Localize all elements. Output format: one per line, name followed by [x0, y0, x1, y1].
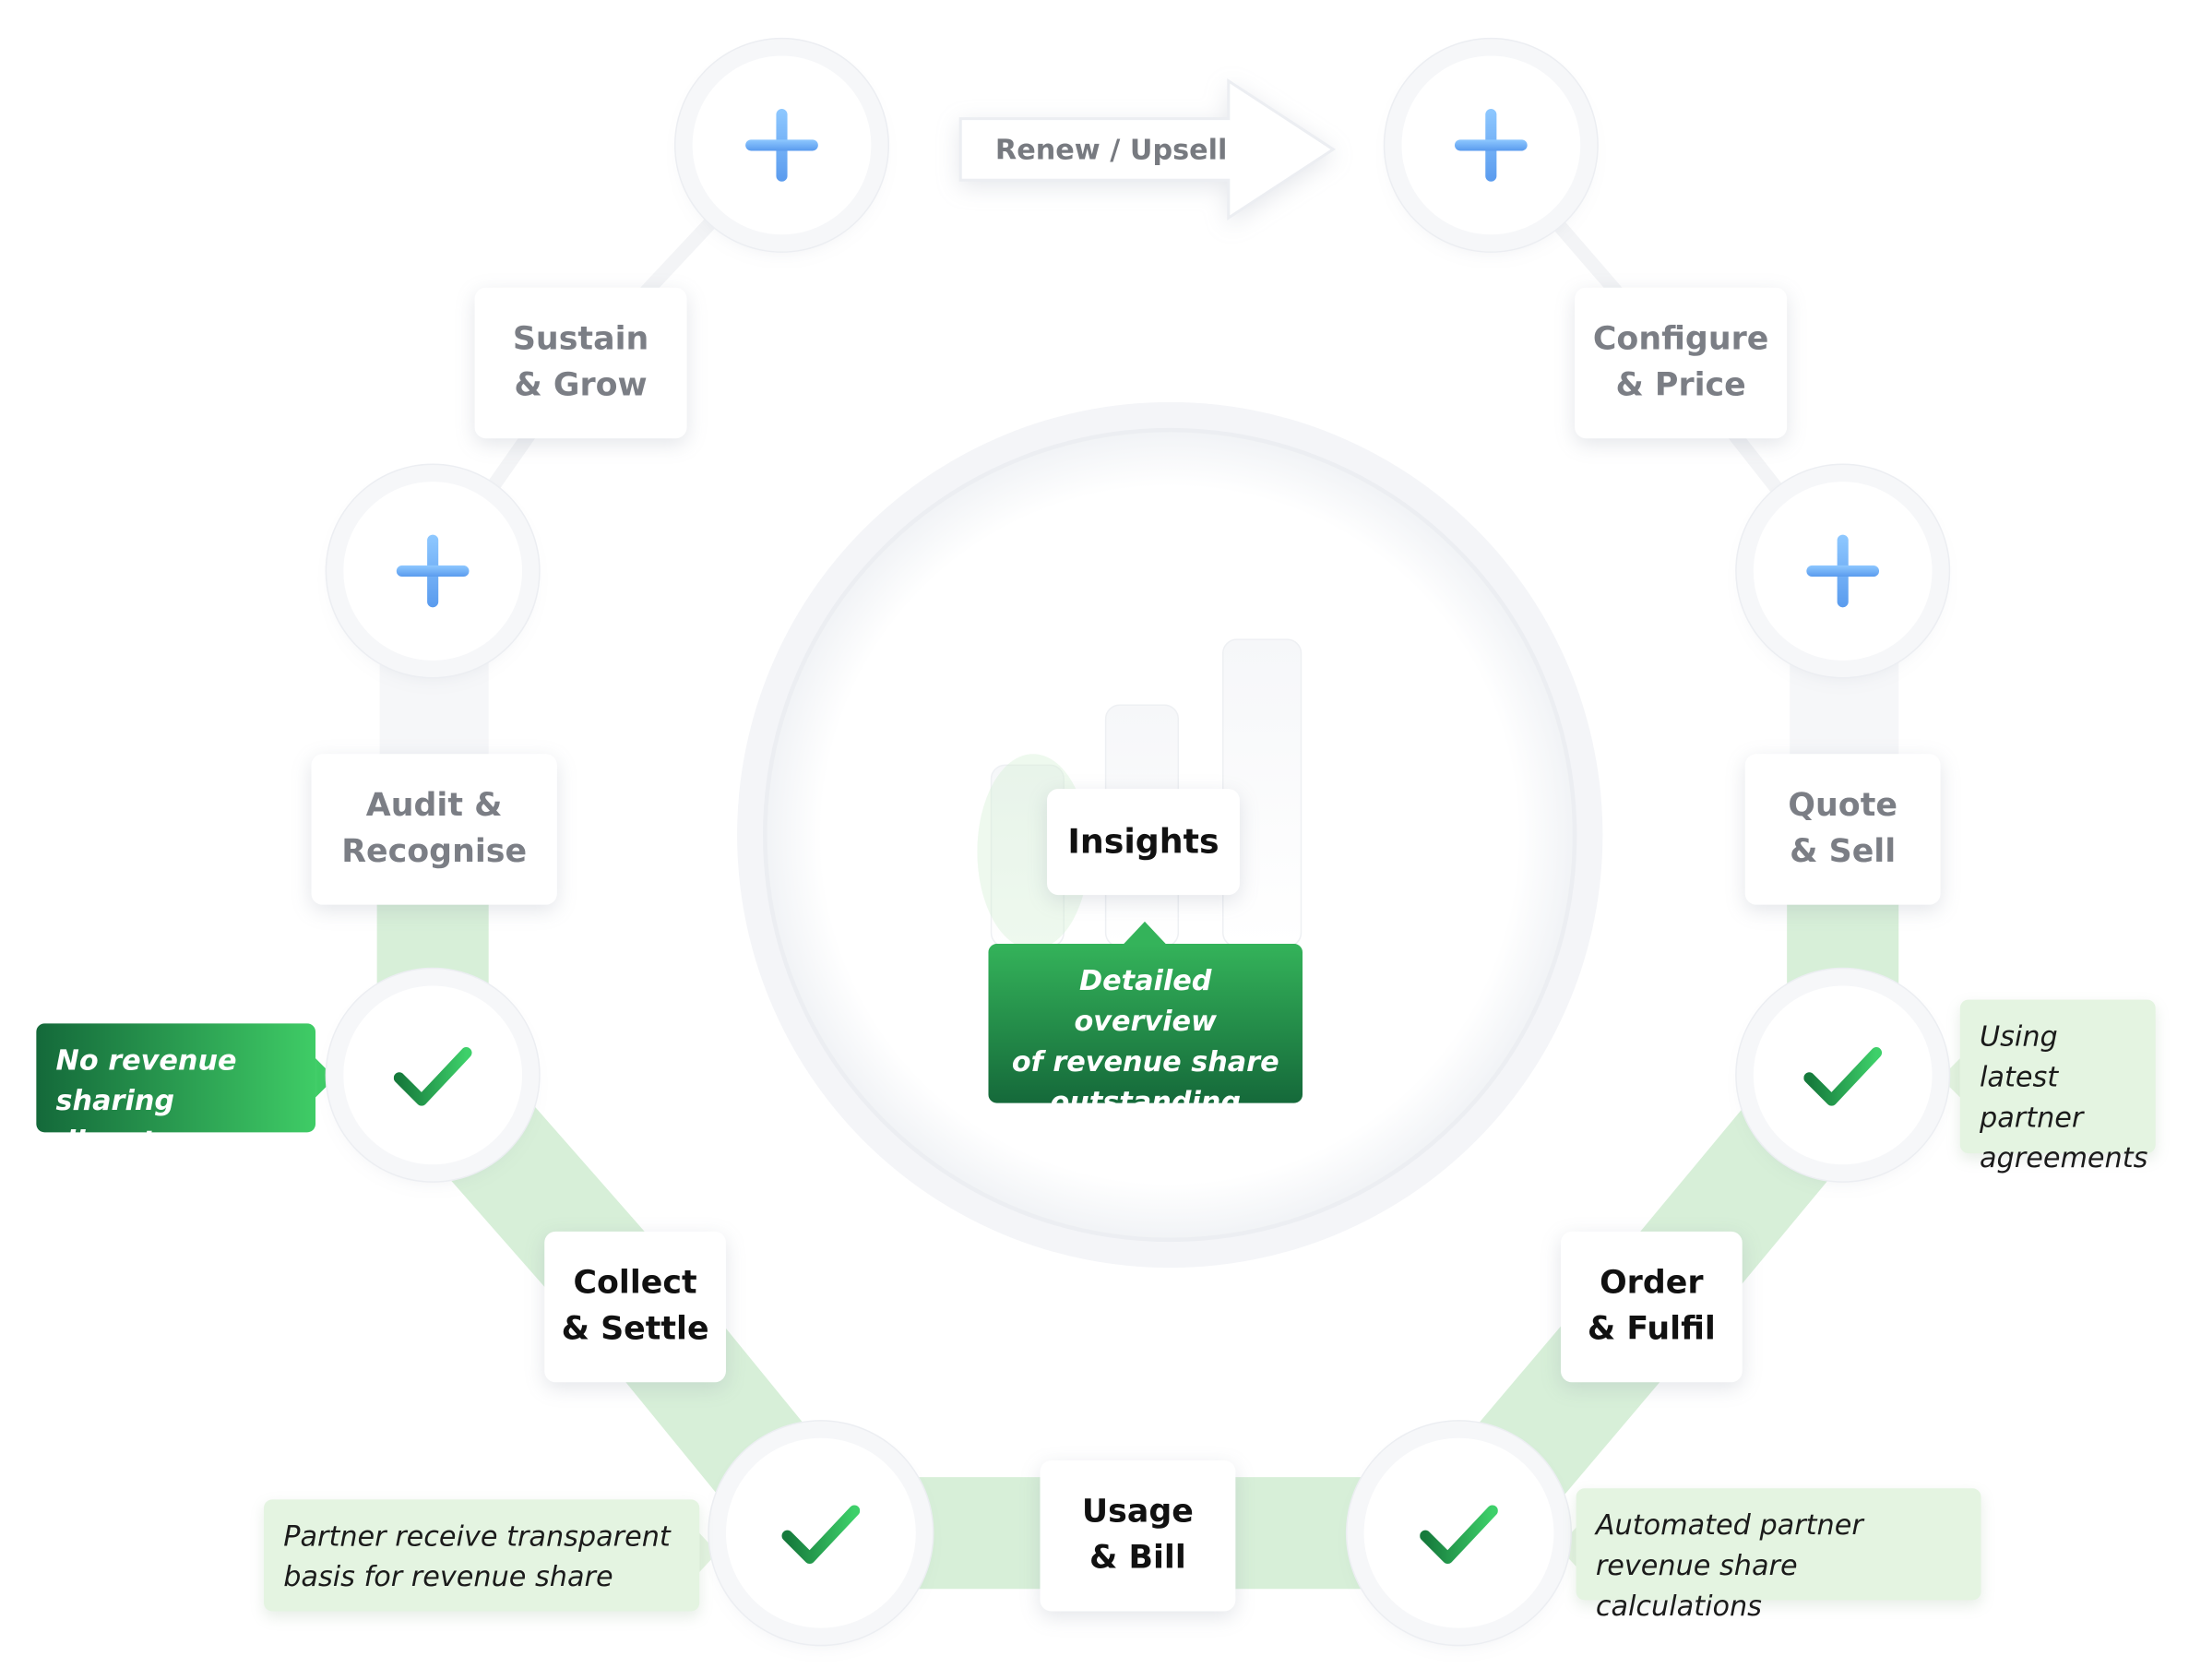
check-node-audit[interactable] — [343, 985, 523, 1165]
plus-icon — [1454, 109, 1528, 182]
check-icon — [393, 1047, 472, 1106]
plus-icon — [1806, 534, 1880, 608]
stage-node-quote[interactable] — [1753, 482, 1933, 661]
stage-node-audit[interactable] — [343, 482, 523, 661]
insights-description: Detailed overview of revenue share outst… — [988, 944, 1303, 1118]
stage-label-quote-sell[interactable]: Quote & Sell — [1744, 754, 1941, 905]
stage-label-audit-recognise[interactable]: Audit & Recognise — [311, 754, 557, 905]
stage-label-sustain-grow[interactable]: Sustain & Grow — [474, 287, 687, 439]
callout-automated-calculations: Automated partner revenue share calculat… — [1576, 1488, 1981, 1623]
stage-node-sustain[interactable] — [692, 55, 872, 235]
check-icon — [1803, 1047, 1883, 1106]
check-icon — [1420, 1505, 1498, 1565]
plus-icon — [396, 534, 470, 608]
check-node-quote[interactable] — [1753, 985, 1933, 1165]
center-callout-pointer — [1124, 921, 1166, 945]
transparent-pointer — [699, 1532, 718, 1573]
inactive-vertical-path — [379, 656, 1899, 769]
insights-title[interactable]: Insights — [1047, 789, 1240, 896]
automated-pointer — [1557, 1527, 1576, 1567]
stage-label-usage-bill[interactable]: Usage & Bill — [1040, 1460, 1236, 1612]
agreements-pointer — [1940, 1058, 1960, 1098]
callout-transparent-basis: Partner receive transparent basis for re… — [264, 1499, 700, 1612]
stage-label-collect-settle[interactable]: Collect & Settle — [544, 1231, 726, 1383]
no-disputes-pointer — [315, 1058, 336, 1098]
plus-icon — [745, 109, 818, 182]
renew-upsell-label[interactable]: Renew / Upsell — [994, 132, 1228, 167]
check-node-collect[interactable] — [725, 1437, 916, 1628]
callout-latest-agreements: Using latest partner agreements — [1959, 999, 2156, 1174]
stage-label-configure-price[interactable]: Configure & Price — [1575, 287, 1788, 439]
stage-node-configure[interactable] — [1401, 55, 1581, 235]
renew-arrow — [958, 77, 1337, 220]
stage-label-order-fulfil[interactable]: Order & Fulfil — [1560, 1231, 1743, 1383]
check-node-order[interactable] — [1363, 1437, 1554, 1628]
check-icon — [781, 1505, 861, 1565]
callout-no-disputes: No revenue sharing disputes — [36, 1023, 316, 1158]
